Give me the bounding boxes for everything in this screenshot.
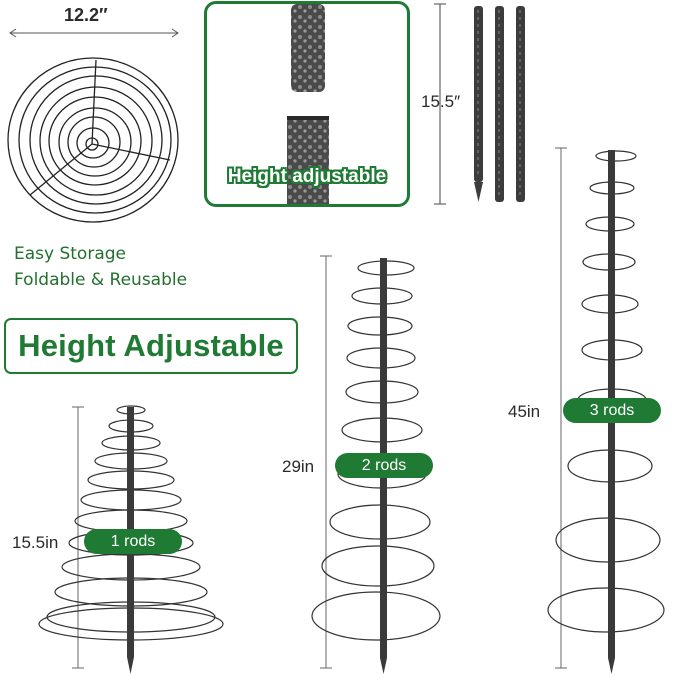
banner-text: Height Adjustable: [18, 328, 284, 363]
rod-joint-detail-box: Height adjustable: [204, 1, 410, 207]
storage-line-1: Easy Storage: [14, 244, 126, 264]
storage-line-2: Foldable & Reusable: [14, 270, 188, 290]
trellis-2-height-label: 29in: [282, 457, 315, 476]
trellis-3-rods-badge: 3 rods: [563, 398, 661, 423]
height-adjustable-detail-label: Height adjustable: [227, 166, 387, 187]
rod-joint-closeup: [287, 4, 329, 204]
trellis-1-rods-badge: 1 rods: [84, 529, 182, 554]
trellis-3-height-label: 45in: [508, 402, 541, 421]
rod-length-label: 15.5″: [421, 92, 461, 111]
storage-text: Easy Storage Foldable & Reusable: [14, 241, 187, 293]
trellis-2-rods-badge: 2 rods: [335, 453, 433, 478]
top-diameter-label: 12.2″: [64, 5, 108, 25]
height-adjustable-banner: Height Adjustable: [4, 318, 298, 374]
trellis-1-height-label: 15.5in: [12, 533, 59, 552]
